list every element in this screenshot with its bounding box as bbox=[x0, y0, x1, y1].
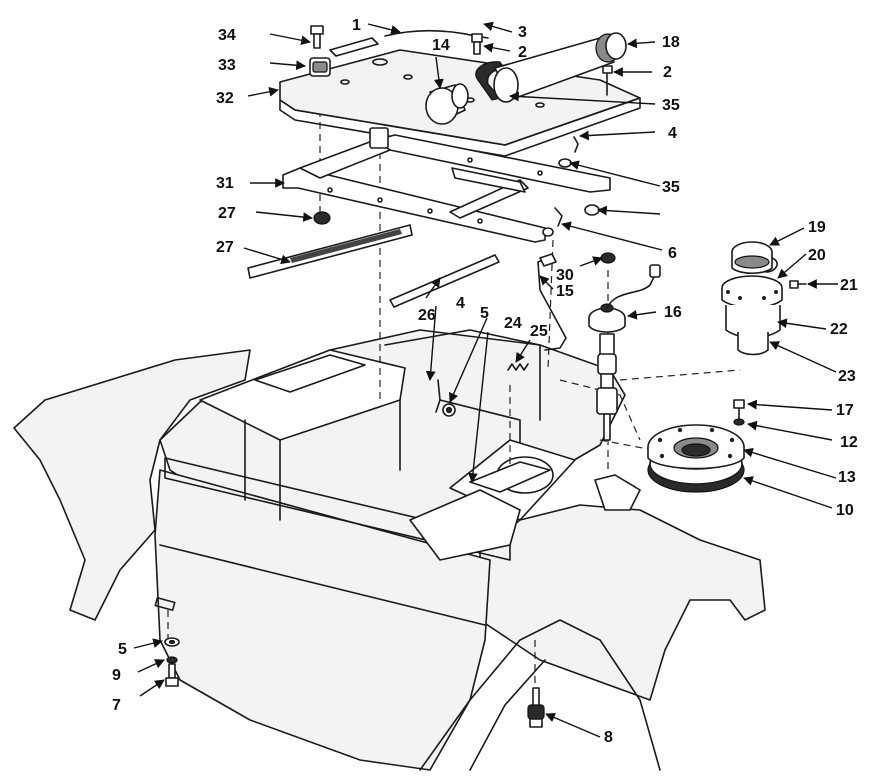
part-10-sender-unit bbox=[588, 264, 661, 441]
label-34: 35 bbox=[662, 97, 680, 114]
machine-body bbox=[13, 329, 766, 771]
label-3: 3 bbox=[518, 24, 527, 41]
part-19-drain-plug bbox=[527, 687, 545, 728]
part-30-frame-crossbar-left bbox=[299, 139, 391, 179]
part-23-plate bbox=[469, 461, 551, 493]
label-16: 23 bbox=[838, 368, 856, 385]
part-35-washer-lower bbox=[584, 204, 600, 216]
part-30-slider bbox=[451, 167, 526, 193]
part-7-washer bbox=[733, 418, 745, 426]
part-33-bolt bbox=[310, 25, 324, 49]
part-14-screw bbox=[789, 280, 807, 289]
label-13: 20 bbox=[808, 247, 826, 264]
callout-labels: 34 33 32 1 3 2 14 18 2 35 4 35 6 31 27 2… bbox=[112, 17, 858, 746]
slot-hole bbox=[154, 597, 176, 611]
label-9: 15 bbox=[556, 283, 574, 300]
label-4a: 4 bbox=[668, 125, 677, 142]
part-30-post bbox=[369, 127, 389, 149]
top-plate-assembly bbox=[279, 25, 641, 157]
battery-box-side bbox=[244, 399, 401, 521]
flange-assembly bbox=[647, 424, 745, 493]
label-30: 31 bbox=[216, 175, 234, 192]
part-1-strap bbox=[329, 37, 379, 57]
part-16-neck bbox=[737, 332, 769, 356]
label-1: 1 bbox=[352, 17, 361, 34]
rear-block bbox=[409, 489, 521, 561]
fill-tube bbox=[594, 474, 641, 511]
part-5-washer-mid bbox=[442, 403, 456, 417]
part-8-canister bbox=[425, 83, 469, 125]
label-8: 14 bbox=[432, 37, 450, 54]
battery-box bbox=[199, 349, 406, 441]
lower-arch-inner bbox=[469, 659, 546, 771]
label-2a: 2 bbox=[518, 44, 527, 61]
label-7: 12 bbox=[840, 434, 858, 451]
frame-assembly bbox=[282, 127, 611, 243]
label-14: 21 bbox=[840, 277, 858, 294]
part-20-bolt bbox=[165, 663, 179, 687]
label-18: 13 bbox=[838, 469, 856, 486]
part-4-clip-mid bbox=[435, 379, 441, 413]
label-19: 8 bbox=[604, 729, 613, 746]
label-11: 18 bbox=[662, 34, 680, 51]
label-33: 34 bbox=[218, 27, 236, 44]
label-5b: 5 bbox=[118, 641, 127, 658]
label-17: 17 bbox=[836, 402, 854, 419]
part-26-decal-strip bbox=[247, 224, 413, 279]
label-10: 16 bbox=[664, 304, 682, 321]
label-24: 25 bbox=[530, 323, 548, 340]
top-plate-edge bbox=[279, 97, 641, 157]
lower-arch bbox=[419, 619, 661, 771]
label-5a: 5 bbox=[480, 305, 489, 322]
part-11-tank bbox=[493, 32, 627, 103]
label-12: 19 bbox=[808, 219, 826, 236]
label-4b: 4 bbox=[456, 295, 465, 312]
label-23: 24 bbox=[504, 315, 522, 332]
battery-box-top-panel bbox=[254, 354, 366, 393]
right-fender bbox=[479, 504, 766, 701]
left-fender bbox=[13, 349, 251, 621]
label-27a: 27 bbox=[218, 205, 236, 222]
label-2b: 2 bbox=[663, 64, 672, 81]
label-27b: 30 bbox=[556, 267, 574, 284]
part-2-bolt-left bbox=[471, 33, 483, 55]
part-6-pin bbox=[542, 207, 563, 237]
label-22: 10 bbox=[836, 502, 854, 519]
label-21: 9 bbox=[112, 667, 121, 684]
part-27-nut-right bbox=[600, 252, 616, 264]
front-rail-edge bbox=[159, 544, 486, 626]
label-31: 32 bbox=[216, 90, 234, 107]
part-27-nut-left bbox=[313, 211, 331, 225]
label-25: 26 bbox=[418, 307, 436, 324]
part-24-spring bbox=[507, 363, 529, 371]
part-2-bolt-right bbox=[602, 65, 613, 96]
label-20: 7 bbox=[112, 697, 121, 714]
part-25-rod bbox=[389, 254, 500, 308]
label-15: 22 bbox=[830, 321, 848, 338]
label-6: 6 bbox=[668, 245, 677, 262]
label-35a: 35 bbox=[662, 179, 680, 196]
leader-lines bbox=[133, 21, 838, 738]
part-4-clip-upper bbox=[573, 136, 579, 153]
part-9-linkage bbox=[537, 253, 567, 351]
label-32: 33 bbox=[218, 57, 236, 74]
front-rail bbox=[164, 457, 511, 561]
part-35-washer-upper bbox=[558, 158, 572, 168]
label-26: 27 bbox=[216, 239, 234, 256]
part-5-washer-bottom bbox=[164, 637, 180, 647]
part-17-bolt bbox=[733, 399, 745, 421]
part-21-lockwasher bbox=[166, 656, 178, 664]
fill-cap-assembly bbox=[721, 241, 807, 356]
